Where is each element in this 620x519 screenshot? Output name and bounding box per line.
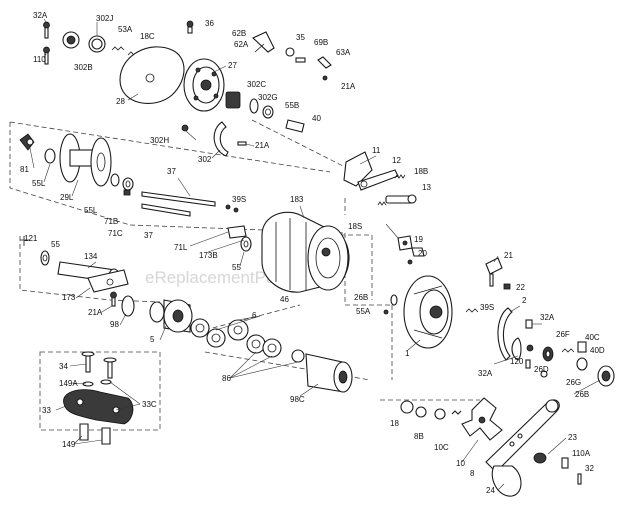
callout-label: 302G [258, 93, 278, 102]
spool-parts [19, 133, 350, 293]
callout-label: 10 [456, 459, 465, 468]
callout-label: 12 [392, 156, 401, 165]
callout-label: 302B [74, 63, 93, 72]
callout-label: 149A [59, 379, 78, 388]
callout-label: 62B [232, 29, 246, 38]
callout-label: 98 [110, 320, 119, 329]
callout-label: 55B [285, 101, 299, 110]
callout-label: 55 [51, 240, 60, 249]
callout-label: 134 [84, 252, 98, 261]
callout-label: 110A [572, 449, 591, 458]
callout-label: 18 [390, 419, 399, 428]
callout-label: 39S [232, 195, 246, 204]
callout-label: 21 [504, 251, 513, 260]
callout-label: 71C [108, 229, 123, 238]
callout-label: 21A [255, 141, 270, 150]
callout-label: 10C [434, 443, 449, 452]
callout-label: 26B [575, 390, 589, 399]
callout-label: 2 [522, 296, 527, 305]
callout-label: 55L [32, 179, 46, 188]
callout-label: 40D [590, 346, 605, 355]
callout-label: 69B [314, 38, 328, 47]
callout-label: 110 [33, 55, 46, 64]
callout-label: 32 [585, 464, 594, 473]
handle-knob-parts [63, 351, 134, 445]
callout-label: 63A [336, 48, 351, 57]
callout-label: 27 [228, 61, 237, 70]
callout-label: 53A [118, 25, 133, 34]
callout-label: 18C [140, 32, 155, 41]
callout-label: 28 [116, 97, 125, 106]
callout-label: 173B [199, 251, 218, 260]
callout-label: 24 [486, 486, 495, 495]
callout-label: 302C [247, 80, 266, 89]
callout-label: 81 [20, 165, 29, 174]
callout-label: 32A [540, 313, 555, 322]
callout-label: 86 [222, 374, 231, 383]
callout-label: 5 [150, 335, 155, 344]
callout-label: 18S [348, 222, 362, 231]
callout-label: 121 [24, 234, 38, 243]
callout-label: 29L [60, 193, 74, 202]
callout-label: 62A [234, 40, 249, 49]
callout-label: 34 [59, 362, 68, 371]
callout-label: 302 [198, 155, 212, 164]
callout-label: 149 [62, 440, 76, 449]
callout-label: 26D [534, 365, 549, 374]
callout-label: 11 [372, 146, 381, 155]
right-side-plate [383, 257, 513, 361]
callout-label: 71B [104, 217, 118, 226]
callout-label: 26B [354, 293, 368, 302]
callout-label: 98C [290, 395, 305, 404]
callout-labels: 32A 110 302J 302B 53A 18C 36 62B 62A 35 … [20, 11, 605, 495]
leader-lines [29, 18, 601, 491]
callout-label: 8 [470, 469, 475, 478]
callout-label: 19 [414, 235, 423, 244]
callout-label: 39S [480, 303, 494, 312]
callout-label: 36 [205, 19, 214, 28]
bearing-parts [511, 319, 615, 387]
callout-label: 32A [478, 369, 493, 378]
callout-label: 37 [144, 231, 153, 240]
callout-label: 302H [150, 136, 169, 145]
handle-parts [400, 397, 582, 497]
callout-label: 26G [566, 378, 581, 387]
callout-label: 1 [405, 349, 410, 358]
callout-label: 21A [341, 82, 356, 91]
callout-label: 55A [356, 307, 371, 316]
upper-right-parts [343, 151, 425, 265]
callout-label: 120 [510, 357, 524, 366]
top-cluster-parts [43, 20, 332, 157]
callout-label: 33 [42, 406, 51, 415]
callout-label: 13 [422, 183, 431, 192]
callout-label: 23 [568, 433, 577, 442]
callout-label: 71L [174, 243, 188, 252]
callout-label: 20 [418, 249, 427, 258]
callout-label: 173 [62, 293, 76, 302]
callout-label: 18B [414, 167, 428, 176]
callout-label: 40C [585, 333, 600, 342]
callout-label: 40 [312, 114, 321, 123]
main-shaft-parts [20, 236, 193, 333]
callout-label: 6 [252, 311, 257, 320]
callout-label: 8B [414, 432, 424, 441]
callout-label: 21A [88, 308, 103, 317]
callout-label: 35 [296, 33, 305, 42]
callout-label: 37 [167, 167, 176, 176]
callout-label: 302J [96, 14, 113, 23]
callout-label: 46 [280, 295, 289, 304]
callout-label: 183 [290, 195, 304, 204]
callout-label: 55 [232, 263, 241, 272]
callout-label: 22 [516, 283, 525, 292]
callout-label: 26F [556, 330, 570, 339]
drag-washers [190, 318, 353, 393]
callout-label: 33C [142, 400, 157, 409]
callout-label: 55L [84, 206, 98, 215]
callout-label: 32A [33, 11, 48, 20]
